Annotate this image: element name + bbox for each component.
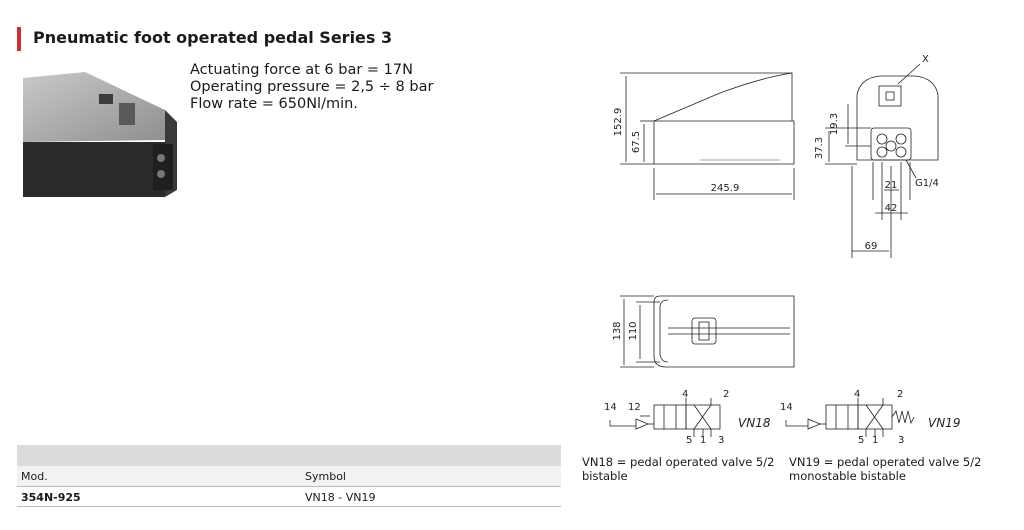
table-header-band [17, 445, 561, 466]
page-title: Pneumatic foot operated pedal Series 3 [33, 28, 393, 47]
spec-flow: Flow rate = 650Nl/min. [190, 96, 358, 112]
dim-front-marker: X [922, 54, 929, 65]
vn18-port-2: 2 [723, 389, 729, 400]
dim-side-length: 245.9 [711, 183, 740, 194]
vn19-valve-symbol [785, 398, 915, 437]
vn18-port-14: 14 [604, 402, 617, 413]
vn18-caption: VN18 = pedal operated valve 5/2 bistable [582, 455, 774, 483]
dim-port-span: 42 [885, 203, 898, 214]
side-view-drawing [620, 72, 795, 200]
front-view-drawing [825, 63, 939, 258]
spec-pressure: Operating pressure = 2,5 ÷ 8 bar [190, 79, 434, 95]
dim-side-base-height: 67.5 [631, 131, 642, 153]
top-view-drawing [620, 295, 795, 368]
vn19-caption: VN19 = pedal operated valve 5/2 monostab… [789, 455, 981, 483]
table-header-row: Mod. Symbol [17, 466, 561, 487]
vn18-label: VN18 [738, 416, 771, 430]
vn19-caption-line1: VN19 = pedal operated valve 5/2 [789, 455, 982, 469]
column-header-symbol: Symbol [305, 470, 346, 483]
dim-top-inner-width: 110 [628, 321, 639, 340]
dim-port-thread: G1/4 [915, 178, 939, 189]
cell-symbol: VN18 - VN19 [305, 491, 376, 504]
vn19-port-5: 5 [858, 435, 864, 446]
vn18-port-3: 3 [718, 435, 724, 446]
title-accent-bar [17, 27, 21, 51]
dim-front-offset: 19.3 [829, 113, 840, 135]
dim-front-width: 69 [865, 241, 878, 252]
dim-port-spacing: 21 [885, 180, 898, 191]
vn19-port-2: 2 [897, 389, 903, 400]
vn18-caption-line1: VN18 = pedal operated valve 5/2 [582, 455, 775, 469]
vn19-label: VN19 [928, 416, 960, 430]
spec-force: Actuating force at 6 bar = 17N [190, 62, 413, 78]
vn19-caption-line2: monostable bistable [789, 469, 906, 483]
vn18-port-1: 1 [700, 435, 706, 446]
vn18-valve-symbol [609, 398, 721, 437]
vn19-port-1: 1 [872, 435, 878, 446]
table-row: 354N-925 VN18 - VN19 [17, 487, 561, 507]
vn18-port-5: 5 [686, 435, 692, 446]
specifications: Actuating force at 6 bar = 17N Operating… [190, 62, 433, 113]
vn18-caption-line2: bistable [582, 469, 628, 483]
vn18-port-4: 4 [682, 389, 688, 400]
vn19-port-3: 3 [898, 435, 904, 446]
vn19-port-14: 14 [780, 402, 793, 413]
dim-side-total-height: 152.9 [613, 108, 624, 137]
column-header-model: Mod. [21, 470, 48, 483]
cell-model: 354N-925 [21, 491, 81, 504]
vn18-port-12: 12 [628, 402, 641, 413]
vn19-port-4: 4 [854, 389, 860, 400]
pedal-product-image [23, 72, 177, 197]
dim-front-port-height: 37.3 [814, 137, 825, 159]
dim-top-width: 138 [612, 321, 623, 340]
